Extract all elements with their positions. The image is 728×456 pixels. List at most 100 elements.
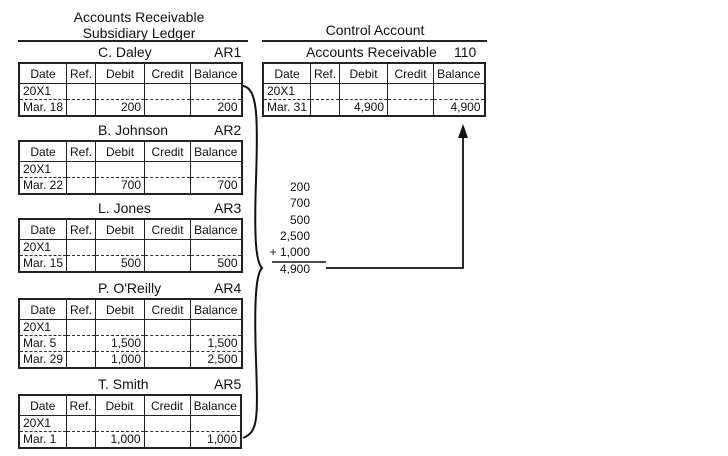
account-number: AR4: [214, 280, 242, 296]
column-header-date: Date: [18, 218, 68, 240]
summation-total: 4,900: [279, 262, 310, 276]
column-header-debit: Debit: [95, 140, 146, 162]
cell-date: Mar. 18: [18, 99, 68, 117]
cell-balance: 500: [190, 255, 243, 273]
column-header-ref: Ref.: [66, 62, 97, 84]
ledger-row: Mar. 31 4,900 4,900: [262, 99, 486, 117]
column-header-debit: Debit: [339, 62, 389, 84]
account-name: C. Daley: [98, 44, 152, 60]
cell-date: Mar. 15: [18, 255, 68, 273]
column-header-date: Date: [18, 298, 68, 320]
column-header-ref: Ref.: [65, 394, 96, 416]
cell-debit: 200: [95, 99, 146, 117]
cell-balance: 1,000: [189, 431, 242, 449]
cell-date: Mar. 22: [18, 177, 68, 195]
subsidiary-heading-line2: Subsidiary Ledger: [82, 25, 196, 41]
column-header-debit: Debit: [95, 218, 146, 240]
account-number: AR5: [214, 376, 242, 392]
cell-debit: 1,500: [95, 335, 146, 352]
column-header-credit: Credit: [144, 218, 192, 240]
cell-balance: [190, 239, 243, 256]
column-header-credit: Credit: [143, 394, 191, 416]
cell-date: Mar. 31: [262, 99, 312, 117]
column-header-ref: Ref.: [66, 218, 97, 240]
cell-date: 20X1: [18, 83, 68, 100]
cell-balance: 4,900: [433, 99, 486, 117]
column-header-ref: Ref.: [310, 62, 341, 84]
cell-date: Mar. 5: [18, 335, 68, 352]
cell-date: 20X1: [18, 239, 68, 256]
cell-balance: 200: [190, 99, 243, 117]
column-header-balance: Balance: [189, 394, 242, 416]
ledger-row: Mar. 22 700 700: [18, 177, 243, 195]
column-header-date: Date: [18, 394, 67, 416]
ledger-row: 20X1: [262, 83, 486, 100]
summation-item: + 1,000: [269, 245, 310, 259]
ledger-row: Mar. 18 200 200: [18, 99, 243, 117]
column-header-debit: Debit: [94, 394, 145, 416]
summation-item: 500: [289, 213, 310, 227]
control-heading-rule: [262, 40, 487, 42]
subsidiary-ledger-heading: Accounts Receivable Subsidiary Ledger: [20, 9, 258, 41]
column-header-credit: Credit: [144, 298, 192, 320]
ledger-row: 20X1: [18, 239, 243, 256]
flow-arrow-line: [326, 136, 464, 269]
account-number: AR3: [214, 200, 242, 216]
summation-item: 200: [289, 180, 310, 194]
account-number: AR2: [214, 122, 242, 138]
cell-balance: [433, 83, 486, 100]
column-header-credit: Credit: [144, 62, 192, 84]
ledger-row: 20X1: [18, 319, 243, 336]
summation-item: 700: [289, 196, 310, 210]
ledger-row: 20X1: [18, 415, 242, 432]
subsidiary-heading-rule: [18, 40, 248, 42]
cell-date: 20X1: [18, 319, 68, 336]
column-header-balance: Balance: [190, 298, 243, 320]
ledger-row: Mar. 15 500 500: [18, 255, 243, 273]
cell-debit: 500: [95, 255, 146, 273]
column-header-date: Date: [18, 62, 68, 84]
cell-balance: [190, 319, 243, 336]
control-account-heading: Control Account: [325, 22, 425, 38]
cell-balance: 2,500: [190, 351, 243, 369]
cell-debit: 1,000: [95, 351, 146, 369]
ledger-row: 20X1: [18, 83, 243, 100]
cell-date: 20X1: [262, 83, 312, 100]
account-name: T. Smith: [98, 376, 149, 392]
account-number: AR1: [214, 44, 242, 60]
account-name: L. Jones: [98, 200, 151, 216]
column-header-credit: Credit: [144, 140, 192, 162]
flow-arrow-head: [458, 124, 468, 138]
cell-balance: [190, 83, 243, 100]
subsidiary-heading-line1: Accounts Receivable: [73, 9, 205, 25]
ledger-row: Mar. 5 1,500 1,500: [18, 335, 243, 352]
account-name: P. O'Reilly: [98, 280, 162, 296]
ledger-row: 20X1: [18, 161, 243, 178]
cell-balance: 700: [190, 177, 243, 195]
cell-balance: [189, 415, 242, 432]
cell-debit: 4,900: [339, 99, 389, 117]
cell-date: 20X1: [18, 161, 68, 178]
column-header-balance: Balance: [190, 218, 243, 240]
cell-debit: 700: [95, 177, 146, 195]
cell-balance: 1,500: [190, 335, 243, 352]
account-name: B. Johnson: [98, 122, 169, 138]
control-account-number: 110: [454, 44, 477, 60]
column-header-balance: Balance: [190, 140, 243, 162]
cell-date: Mar. 1: [18, 431, 67, 449]
cell-balance: [190, 161, 243, 178]
